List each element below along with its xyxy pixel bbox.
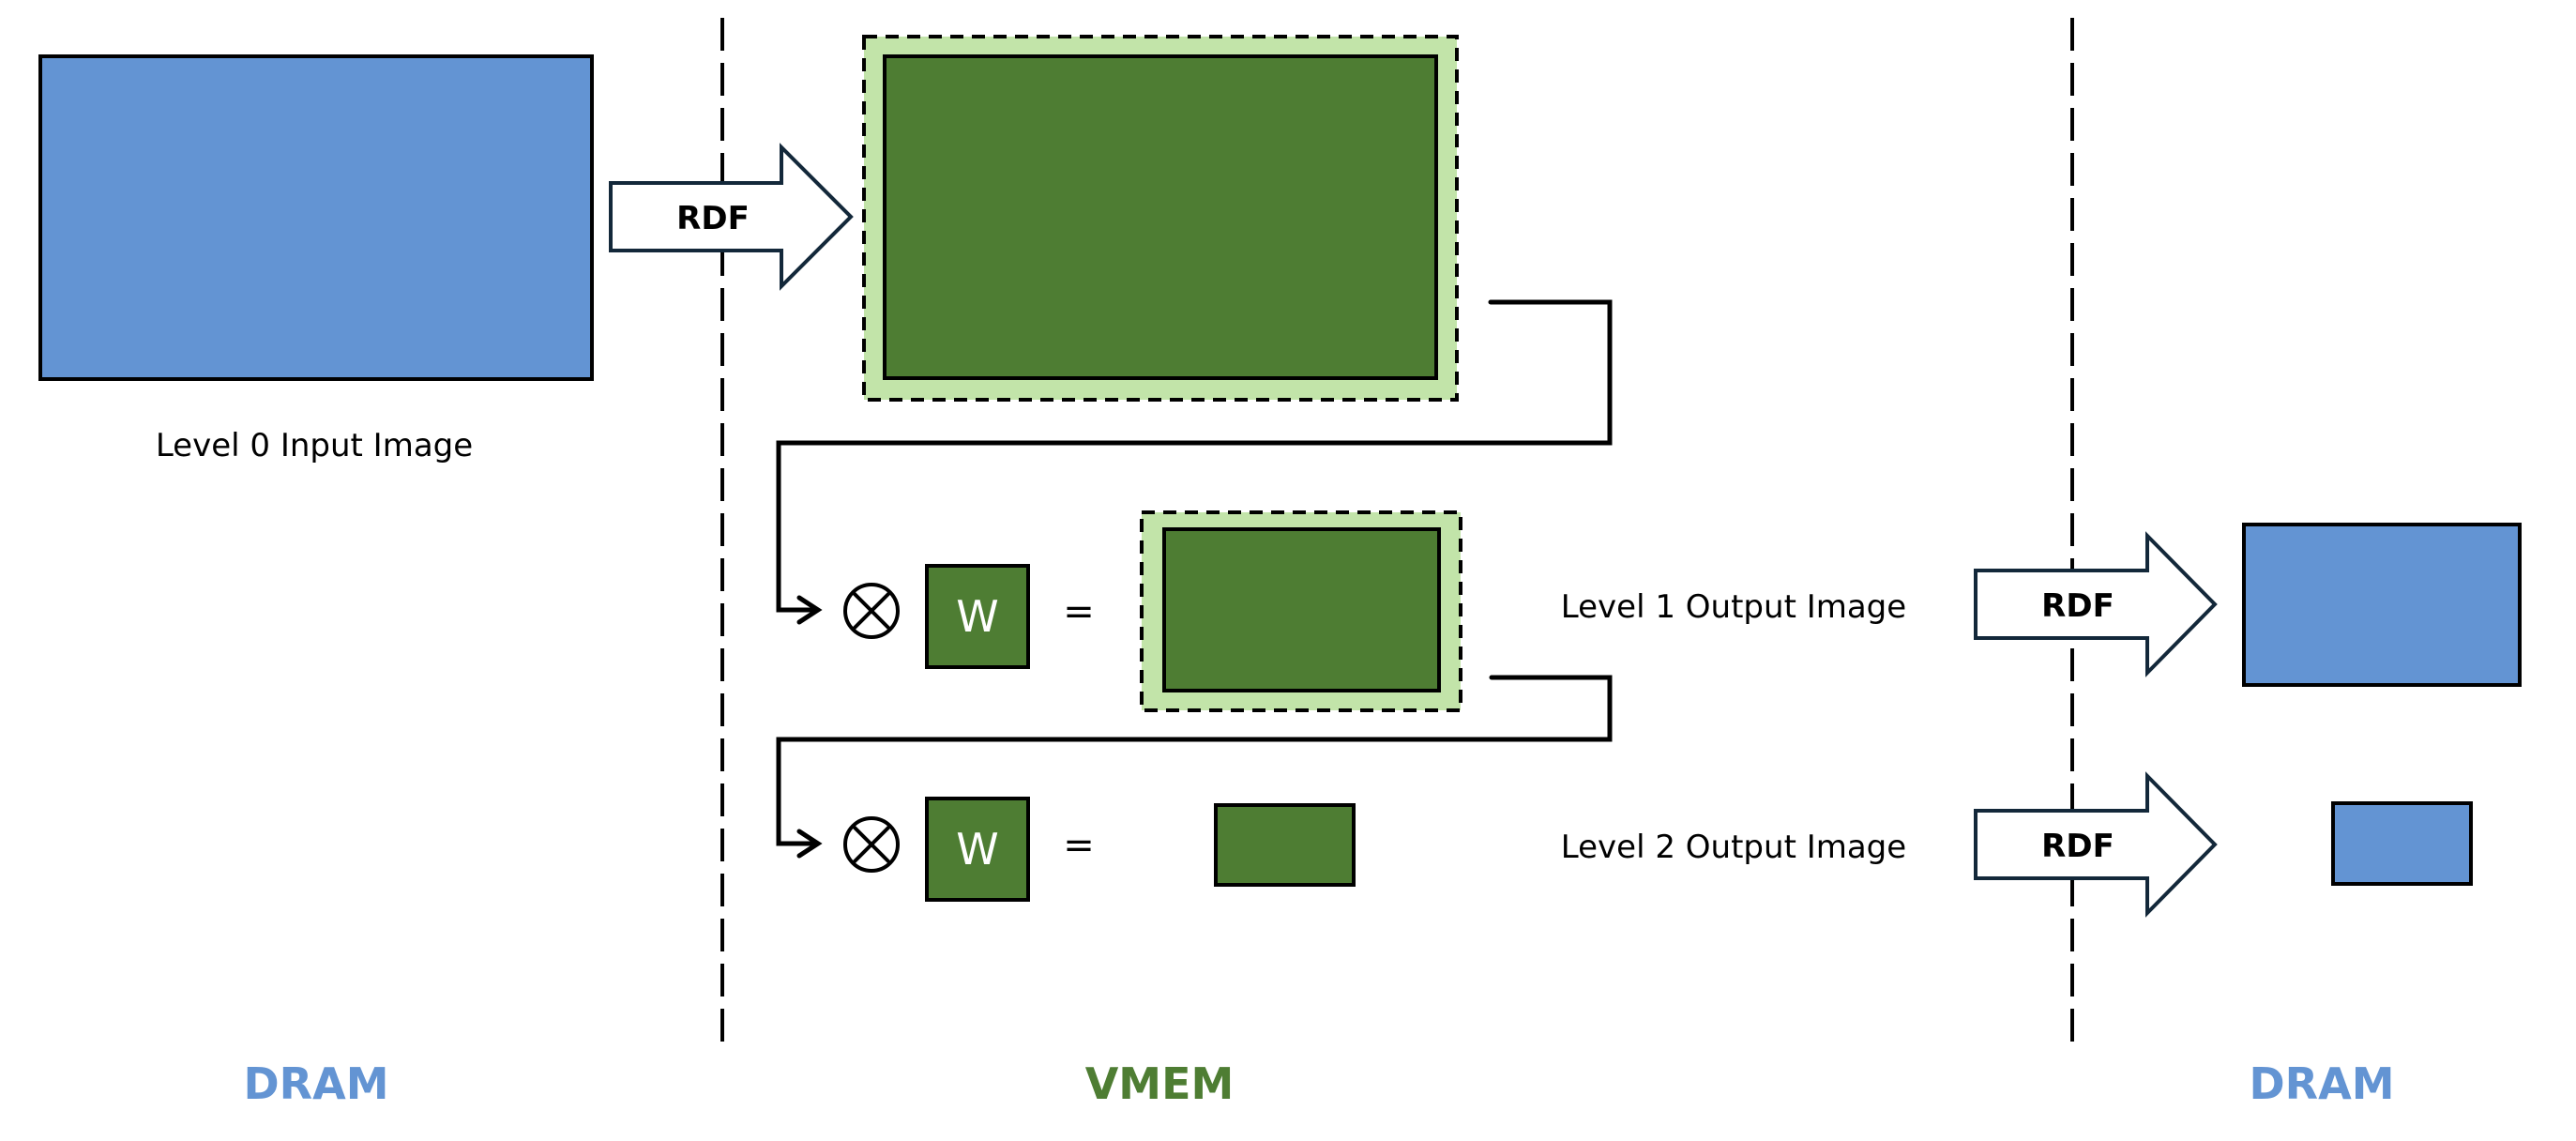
vmem-level1-buffer [1140, 510, 1462, 712]
level2-output-image-block [2331, 801, 2473, 886]
region-label-dram-right: DRAM [2250, 1058, 2395, 1109]
connector-level0-to-op1 [776, 299, 1613, 613]
block-arrow-right-icon [609, 143, 854, 291]
weight-block-row2 [925, 797, 1030, 902]
vmem-level1-tile [1162, 527, 1441, 692]
level2-label: Level 2 Output Image [1561, 829, 1906, 866]
region-label-dram-left: DRAM [244, 1058, 389, 1109]
block-arrow-right-icon [1974, 531, 2218, 677]
vmem-level0-tile [883, 54, 1438, 380]
arrowhead-op2-icon [796, 829, 823, 859]
weight-block-row1 [925, 564, 1030, 669]
rdf-arrow-store-level2-label: RDF [2041, 828, 2114, 865]
equals-sign-row2: = [1063, 824, 1095, 867]
rdf-arrow-store-level1: RDF [1974, 531, 2218, 677]
circle-times-icon [843, 583, 900, 639]
rdf-arrow-load: RDF [609, 143, 854, 291]
rdf-arrow-load-label: RDF [676, 200, 750, 237]
vmem-level2-tile [1214, 803, 1356, 887]
weight-label-row2: W [956, 824, 998, 875]
region-label-vmem: VMEM [1085, 1058, 1235, 1109]
connector-level1-to-op2 [776, 675, 1613, 846]
level0-label: Level 0 Input Image [156, 427, 473, 464]
circle-times-icon [843, 816, 900, 873]
level1-label: Level 1 Output Image [1561, 588, 1906, 626]
level0-input-image-block [38, 54, 594, 381]
block-arrow-right-icon [1974, 771, 2218, 918]
rdf-arrow-store-level1-label: RDF [2041, 587, 2114, 625]
arrowhead-op1-icon [796, 595, 823, 625]
weight-label-row1: W [956, 591, 998, 642]
rdf-arrow-store-level2: RDF [1974, 771, 2218, 918]
level1-output-image-block [2242, 523, 2522, 687]
vmem-level0-buffer [862, 35, 1459, 402]
equals-sign-row1: = [1063, 590, 1095, 633]
